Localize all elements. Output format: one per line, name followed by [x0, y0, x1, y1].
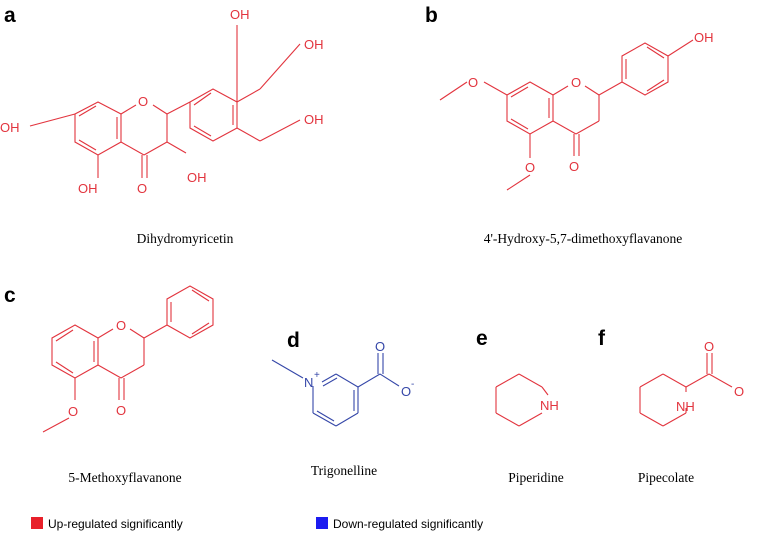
compound-name-b: 4'-Hydroxy-5,7-dimethoxyflavanone [484, 231, 683, 246]
panel-b: b [425, 4, 714, 246]
legend: Up-regulated significantly Down-regulate… [31, 517, 483, 531]
charge-plus: + [314, 370, 320, 381]
atom-oh-3-a: OH [187, 170, 207, 185]
legend-swatch-down [316, 517, 328, 529]
atom-o-methoxy7-b: O [468, 75, 478, 90]
atom-o-carbonyl-b: O [569, 159, 579, 174]
panel-d: d N + O O - Trig [271, 329, 414, 478]
compound-name-c: 5-Methoxyflavanone [68, 470, 181, 485]
structure-piperidine: NH [495, 373, 559, 427]
panel-letter-e: e [476, 327, 488, 350]
atom-o-methoxy5-b: O [525, 160, 535, 175]
legend-swatch-up [31, 517, 43, 529]
panel-letter-d: d [287, 329, 300, 352]
atom-o-methoxy-c: O [68, 404, 78, 419]
panel-letter-f: f [598, 327, 606, 350]
atom-oh-5-a: OH [78, 181, 98, 196]
atom-oh-5p-a: OH [304, 112, 324, 127]
legend-item-up: Up-regulated significantly [31, 517, 183, 531]
panel-e: e NH Piperidine [476, 327, 564, 485]
atom-oh-4p-b: OH [694, 30, 714, 45]
panel-c: c O O [4, 284, 214, 485]
atom-o-minus-d: O [401, 384, 411, 399]
atom-o-ring-a: O [138, 94, 148, 109]
atom-o-hydroxyl-f: O [734, 384, 744, 399]
legend-item-down: Down-regulated significantly [316, 517, 483, 531]
panel-letter-a: a [4, 4, 16, 27]
atom-o-ring-c: O [116, 318, 126, 333]
panel-letter-c: c [4, 284, 16, 307]
atom-nh-pipecolate: NH [676, 399, 695, 414]
structure-trigonelline: N + O O - [271, 339, 414, 427]
panel-f: f NH O O Pipecolate [598, 327, 744, 485]
atom-o-ring-b: O [571, 75, 581, 90]
atom-o-carboxyl-d: O [375, 339, 385, 354]
atom-o-carbonyl-a: O [137, 181, 147, 196]
compound-name-f: Pipecolate [638, 470, 694, 485]
legend-label-down: Down-regulated significantly [333, 517, 483, 531]
atom-o-carbonyl-f: O [704, 339, 714, 354]
atom-oh-4p-a: OH [304, 37, 324, 52]
legend-label-up: Up-regulated significantly [48, 517, 183, 531]
atom-nh-piperidine: NH [540, 398, 559, 413]
structure-methoxyflavanone: O O O [42, 285, 214, 433]
atom-oh-3p-a: OH [230, 7, 250, 22]
compound-name-e: Piperidine [508, 470, 564, 485]
structure-pipecolate: NH O O [639, 339, 744, 427]
structure-dihydromyricetin: O O OH OH OH OH OH OH [0, 7, 324, 196]
panel-letter-b: b [425, 4, 438, 27]
panel-a: a [0, 4, 324, 246]
structure-hydroxy-dimethoxyflavanone: O O O O OH [439, 30, 714, 191]
atom-o-carbonyl-c: O [116, 403, 126, 418]
atom-oh-7-a: OH [0, 120, 20, 135]
compound-name-a: Dihydromyricetin [137, 231, 234, 246]
atom-n-trigonelline: N [304, 375, 313, 390]
compound-name-d: Trigonelline [311, 463, 377, 478]
bonds-dihydromyricetin [29, 76, 261, 178]
charge-minus: - [411, 379, 414, 390]
